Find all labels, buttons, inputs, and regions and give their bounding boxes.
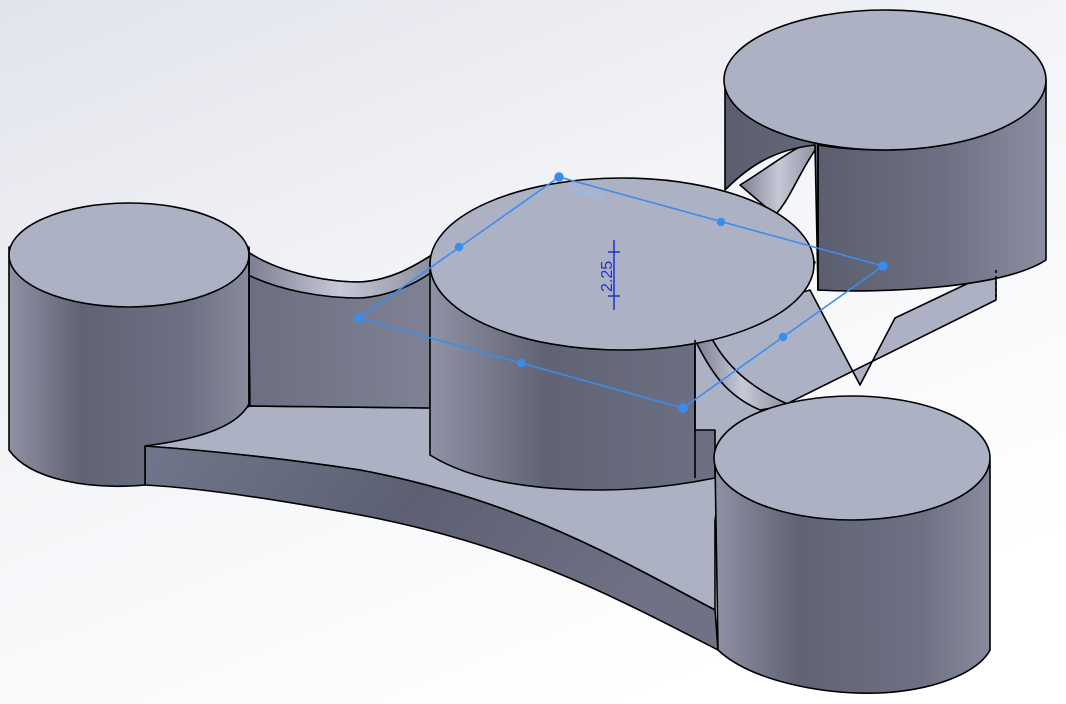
sketch-plane-overlay[interactable] [354, 172, 888, 413]
plane-handle[interactable] [878, 261, 888, 271]
cylinder-left-side[interactable] [8, 246, 250, 488]
cylinder-left-top[interactable] [8, 202, 250, 308]
cylinder-center-top[interactable] [429, 177, 815, 351]
plane-handle[interactable] [354, 313, 364, 323]
plane-midpoint-handle[interactable] [454, 242, 464, 252]
dimension-value[interactable]: 2.25 [599, 261, 616, 292]
cylinder-upper-right-top[interactable] [723, 9, 1047, 151]
plane-midpoint-handle[interactable] [778, 332, 788, 342]
cylinder-lower-right-top[interactable] [713, 395, 991, 521]
dimension-annotation[interactable] [608, 240, 620, 310]
plane-midpoint-handle[interactable] [716, 217, 726, 227]
plane-handle[interactable] [678, 403, 688, 413]
plane-handle[interactable] [554, 172, 564, 182]
plane-midpoint-handle[interactable] [516, 358, 526, 368]
cylinder-lower-right-side[interactable] [714, 459, 991, 694]
